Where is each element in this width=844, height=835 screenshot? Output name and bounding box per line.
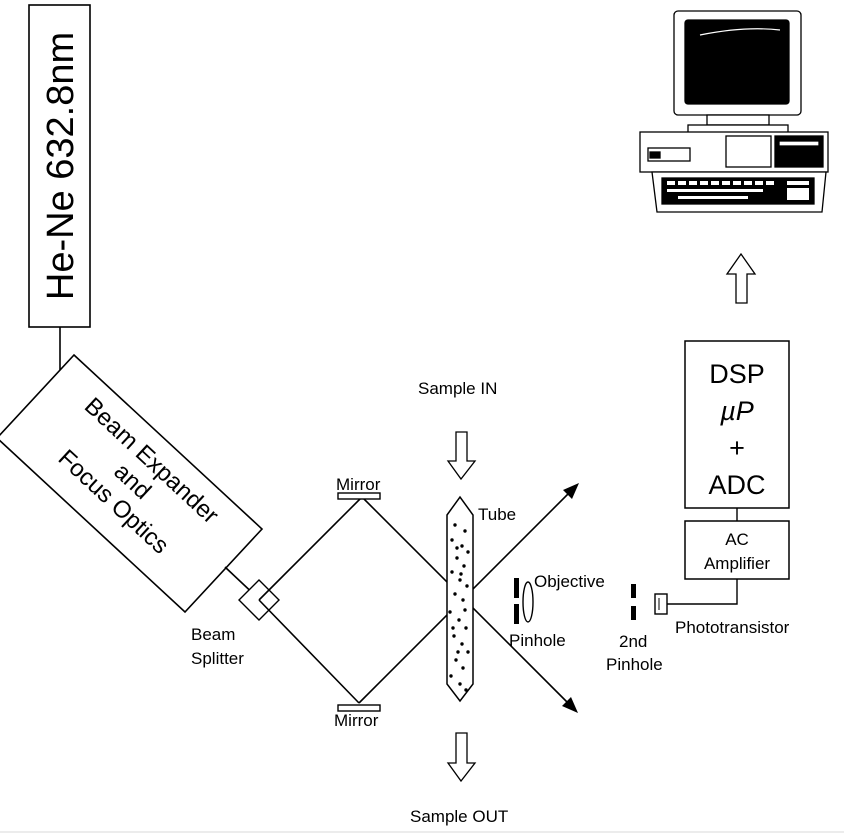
photo-to-amp-wire <box>667 579 738 605</box>
sample-tube <box>446 495 474 703</box>
tube-particle <box>453 592 457 596</box>
dsp-line4: ADC <box>708 470 765 500</box>
sample-out-arrow <box>446 732 477 783</box>
tube-particle <box>463 529 467 533</box>
tube-particle <box>459 572 463 576</box>
ac-amplifier-line2: Amplifier <box>704 554 770 573</box>
mirror-top-label: Mirror <box>336 475 381 494</box>
ac-amplifier: AC Amplifier <box>684 520 790 580</box>
sample-in-label: Sample IN <box>418 379 497 398</box>
mirror-bottom-label: Mirror <box>334 711 379 730</box>
computer-icon <box>639 10 829 213</box>
tube-particle <box>466 550 470 554</box>
beam-expander: Beam Expander and Focus Optics <box>0 353 264 614</box>
tube-particle <box>455 556 459 560</box>
laser-label: He-Ne 632.8nm <box>40 32 82 300</box>
tube-particle <box>460 544 464 548</box>
ac-amplifier-line1: AC <box>725 530 749 549</box>
tube-particle <box>456 650 460 654</box>
tube-particle <box>464 626 468 630</box>
mirror-top <box>337 492 381 500</box>
beam-splitter-label-line2: Splitter <box>191 649 244 668</box>
tube-particle <box>465 584 469 588</box>
tube-particle <box>463 608 467 612</box>
tube-particle <box>461 666 465 670</box>
dsp-box: DSP µP + ADC <box>684 340 790 509</box>
tube-particle <box>461 598 465 602</box>
beam-arrow-down <box>562 697 578 713</box>
dsp-to-computer-arrow <box>725 252 757 304</box>
objective-lens <box>522 581 534 623</box>
dsp-line3: + <box>729 433 745 463</box>
second-pinhole-label-line2: Pinhole <box>606 655 663 674</box>
phototransistor-label: Phototransistor <box>675 618 790 637</box>
tube-particle <box>455 546 459 550</box>
tube-particle <box>450 570 454 574</box>
tube-particle <box>452 634 456 638</box>
tube-particle <box>462 564 466 568</box>
tube-particle <box>454 658 458 662</box>
second-pinhole-label-line1: 2nd <box>619 632 647 651</box>
first-pinhole <box>514 578 519 624</box>
tube-particle <box>451 626 455 630</box>
tube-particle <box>460 642 464 646</box>
phototransistor <box>654 593 668 615</box>
tube-particle <box>450 538 454 542</box>
tube-particle <box>458 578 462 582</box>
sample-out-label: Sample OUT <box>410 807 508 826</box>
tube-particle <box>449 674 453 678</box>
tube-particle <box>464 688 468 692</box>
tube-particle <box>458 682 462 686</box>
tube-label: Tube <box>478 505 516 524</box>
tube-particle <box>448 610 452 614</box>
beam-arrow-up <box>563 483 579 499</box>
mirror-bottom <box>337 704 381 712</box>
objective-label: Objective <box>534 572 605 591</box>
second-pinhole <box>631 584 636 620</box>
dsp-line2: µP <box>719 396 754 426</box>
tube-particle <box>466 650 470 654</box>
tube-particle <box>453 523 457 527</box>
dsp-line1: DSP <box>709 359 765 389</box>
pinhole-label: Pinhole <box>509 631 566 650</box>
beam-splitter-label-line1: Beam <box>191 625 235 644</box>
laser-source: He-Ne 632.8nm <box>28 4 91 328</box>
tube-particle <box>457 618 461 622</box>
sample-in-arrow <box>446 431 477 481</box>
